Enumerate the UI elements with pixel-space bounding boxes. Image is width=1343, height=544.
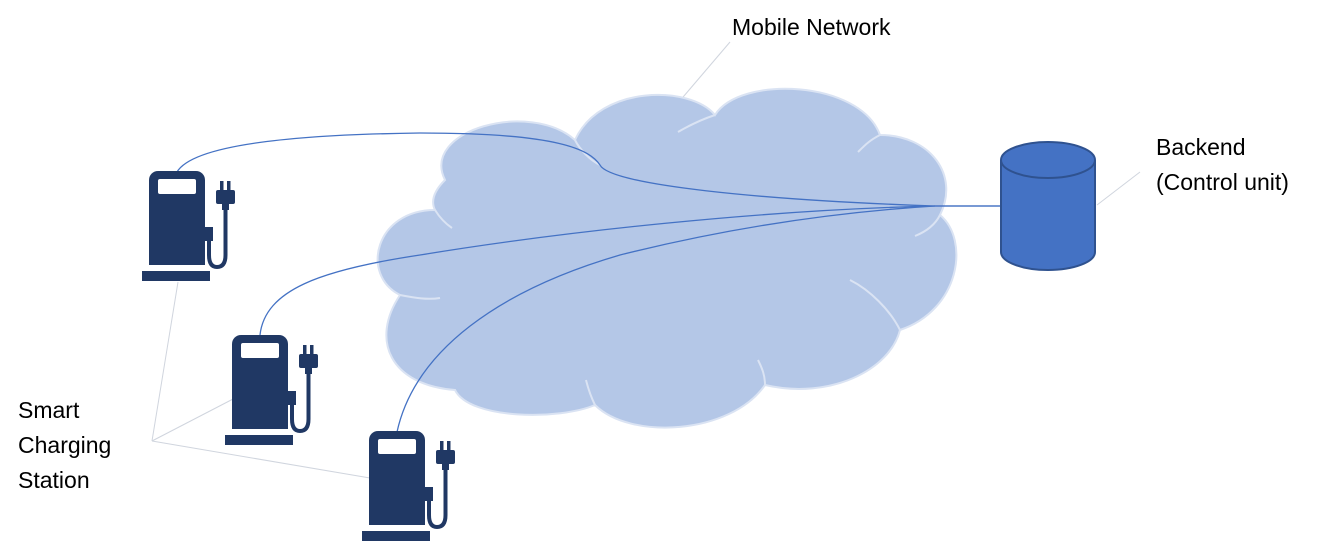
charging-station-1-icon	[140, 169, 237, 283]
link-station-3	[396, 205, 936, 433]
mobile-network-label: Mobile Network	[732, 14, 891, 40]
station-label-line3: Station	[18, 467, 90, 493]
charging-station-3-icon	[360, 429, 457, 543]
charging-station-2-icon	[223, 333, 320, 447]
link-station-1	[176, 132, 1000, 207]
mobile-network-cloud	[376, 87, 958, 429]
network-links	[176, 132, 1000, 433]
link-station-2	[259, 205, 1000, 336]
backend-label: Backend	[1156, 134, 1246, 160]
backend-sublabel: (Control unit)	[1156, 169, 1289, 195]
station-label-line2: Charging	[18, 432, 111, 458]
backend-database-icon	[1000, 141, 1096, 271]
station-label-line1: Smart	[18, 397, 80, 423]
